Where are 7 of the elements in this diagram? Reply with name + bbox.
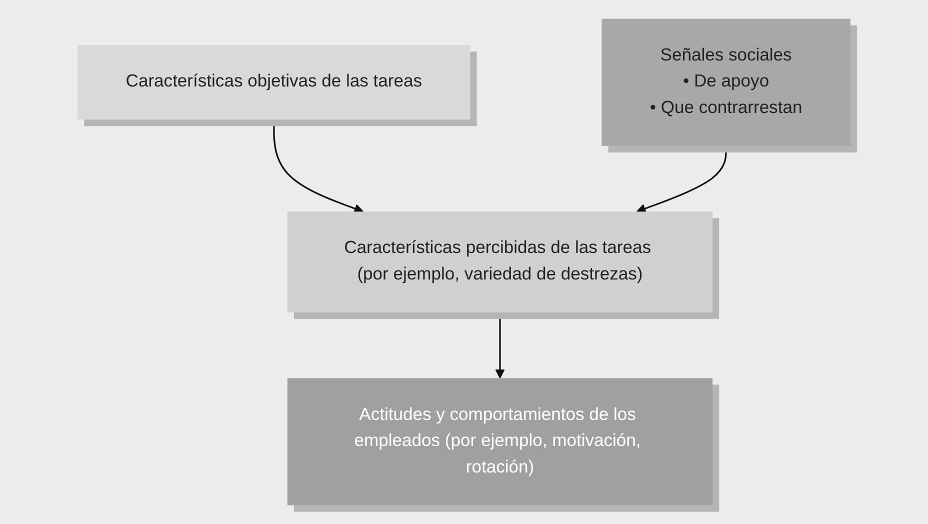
arrow bbox=[495, 312, 505, 379]
node-box: Características percibidas de las tareas (por ejemplo, variedad de destrezas) bbox=[287, 212, 713, 312]
node-box: Actitudes y comportamientos de los empleados (por ejemplo, motivación, rotación) bbox=[287, 378, 713, 506]
node-box: Señales sociales • De apoyo • Que contrarrestan bbox=[602, 18, 850, 146]
arrow bbox=[636, 146, 727, 214]
node-box: Características objetivas de las tareas bbox=[78, 45, 470, 120]
arrow bbox=[273, 120, 364, 214]
